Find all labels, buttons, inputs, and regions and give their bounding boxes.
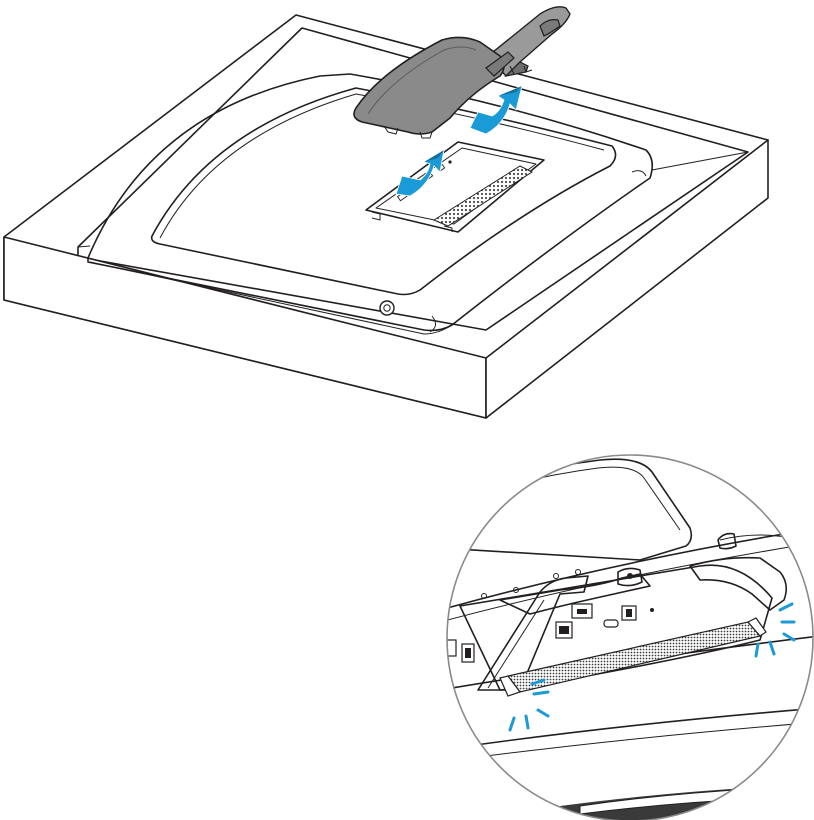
power-button-icon [380,301,394,315]
callout-circle [440,450,814,820]
